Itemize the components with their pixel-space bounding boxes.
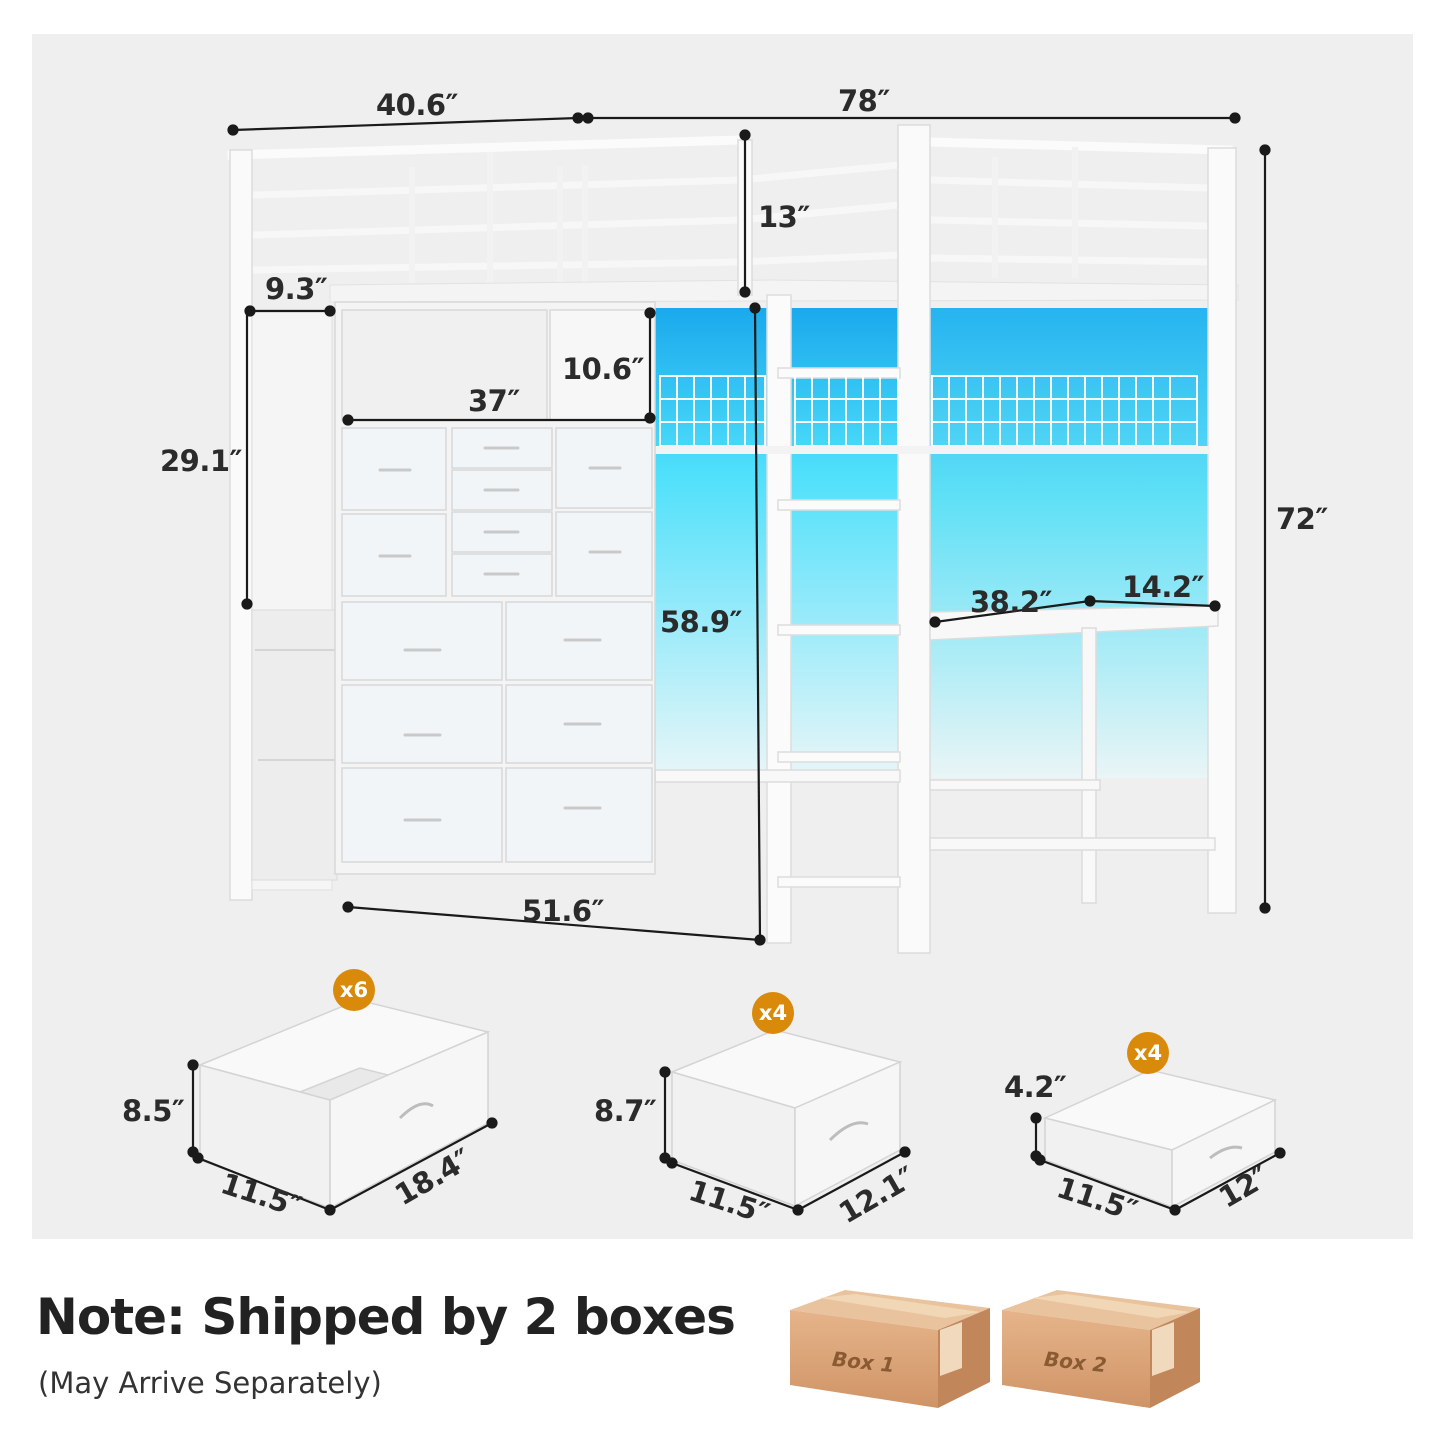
bin-large-height-label: 8.5″ [122,1094,185,1128]
bin-medium-count-badge: x4 [752,992,794,1034]
bin-small-height-label: 4.2″ [1004,1070,1067,1104]
bed-width-label: 40.6″ [376,88,459,122]
bin-medium [669,1029,903,1208]
bin-dimension-lines [187,1059,1286,1216]
under-bed-height-label: 58.9″ [660,605,743,639]
dimension-lines [227,112,1271,946]
desk [654,605,1219,904]
pegboard [251,309,338,891]
base-length-label: 51.6″ [522,894,605,928]
bin-medium-height-label: 8.7″ [594,1094,657,1128]
desk-depth-label: 14.2″ [1122,570,1205,604]
bed-frame [227,135,1233,283]
guardrail-height-label: 13″ [758,200,810,234]
desk-width-label: 38.2″ [970,585,1053,619]
side-depth-label: 9.3″ [265,272,328,306]
bin-small [1042,1069,1278,1209]
dresser-width-label: 37″ [468,384,520,418]
bed-length-label: 78″ [838,84,890,118]
carton-box-2 [1002,1290,1200,1408]
shipping-note-subtitle: (May Arrive Separately) [38,1366,382,1400]
total-height-label: 72″ [1276,502,1328,536]
pegboard-height-label: 29.1″ [160,444,243,478]
shelf-height-label: 10.6″ [562,352,645,386]
bin-large [197,999,491,1210]
carton-box-1 [790,1290,990,1408]
bin-large-count-badge: x6 [333,969,375,1011]
shipping-note-title: Note: Shipped by 2 boxes [36,1288,736,1346]
bin-small-count-badge: x4 [1127,1032,1169,1074]
drawer-handles [378,446,622,822]
ladder [766,294,901,944]
